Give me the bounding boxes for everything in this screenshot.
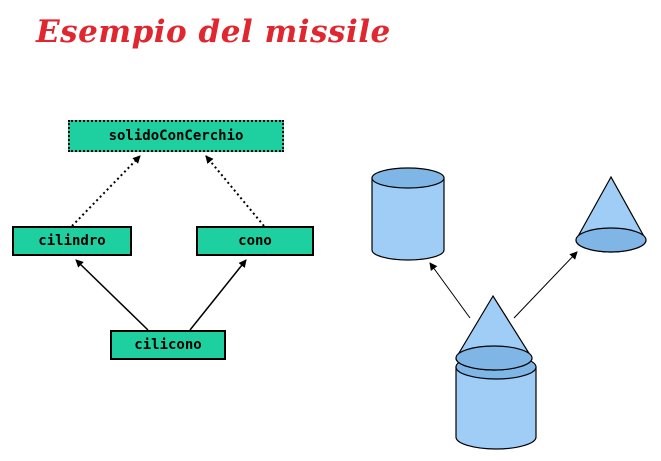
slide-title: Esempio del missile	[36, 14, 391, 50]
cylinder-icon	[371, 167, 445, 261]
class-box-cilindro: cilindro	[12, 226, 132, 256]
class-box-cilicono: cilicono	[110, 330, 226, 360]
class-label-cilindro: cilindro	[38, 233, 106, 249]
interface-label: solidoConCerchio	[108, 128, 244, 144]
inheritance-arrow-cono	[189, 259, 247, 331]
arrow-to-cone	[513, 251, 578, 319]
realization-arrow-cono	[205, 155, 265, 227]
class-box-cono: cono	[196, 226, 314, 256]
realization-arrow-cilindro	[71, 155, 141, 227]
inheritance-arrow-cilindro	[75, 259, 149, 331]
arrow-to-cylinder	[429, 262, 471, 319]
cylinder-with-cone-icon	[455, 294, 537, 450]
cone-icon	[575, 175, 647, 253]
class-label-cilicono: cilicono	[134, 337, 202, 353]
interface-box-solidoconcerchio: solidoConCerchio	[68, 120, 284, 152]
class-label-cono: cono	[238, 233, 272, 249]
